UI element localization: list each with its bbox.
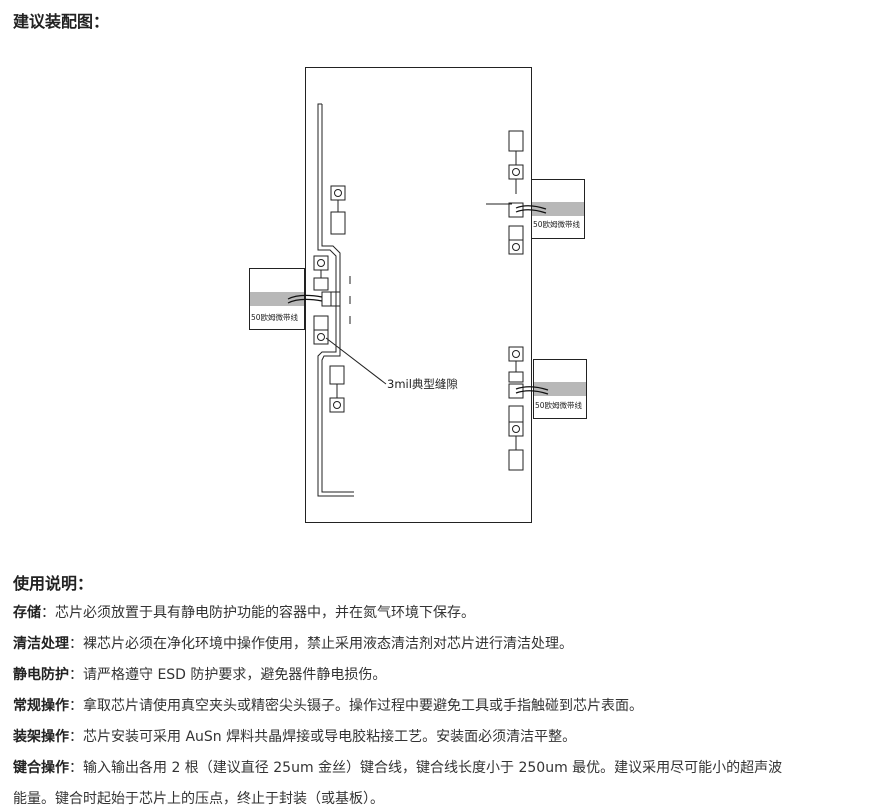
assembly-diagram: 50欧姆微带线 3mil典型缝隙 50欧姆微带线: [249, 67, 587, 523]
left-rail: [317, 103, 354, 497]
right-upper-bond-wires: [515, 205, 547, 214]
instruction-label: 静电防护: [13, 667, 69, 683]
instruction-label: 清洁处理: [13, 636, 69, 652]
right-upper-components: [486, 130, 524, 255]
left-bond-wires: [287, 294, 323, 304]
left-line-label: 50欧姆微带线: [251, 312, 299, 322]
instruction-text: ：请严格遵守 ESD 防护要求，避免器件静电损伤。: [69, 667, 387, 683]
left-lower-components: [329, 365, 345, 413]
right-lower-line-label: 50欧姆微带线: [535, 400, 583, 410]
instruction-storage: 存储：芯片必须放置于具有静电防护功能的容器中，并在氮气环境下保存。: [13, 602, 475, 622]
instruction-text: ：输入输出各用 2 根（建议直径 25um 金丝）键合线，键合线长度小于 250…: [69, 760, 783, 776]
gap-label: 3mil典型缝隙: [387, 377, 458, 391]
instruction-label: 装架操作: [13, 729, 69, 745]
left-middle-components: [313, 255, 351, 345]
right-lower-components: [508, 346, 524, 471]
right-lower-microstrip-board: 50欧姆微带线: [533, 359, 587, 419]
instruction-mounting: 装架操作：芯片安装可采用 AuSn 焊料共晶焊接或导电胶粘接工艺。安装面必须清洁…: [13, 726, 576, 746]
instruction-text: ：拿取芯片请使用真空夹头或精密尖头镊子。操作过程中要避免工具或手指触碰到芯片表面…: [69, 698, 643, 714]
instruction-label: 键合操作: [13, 760, 69, 776]
instruction-handling: 常规操作：拿取芯片请使用真空夹头或精密尖头镊子。操作过程中要避免工具或手指触碰到…: [13, 695, 643, 715]
instruction-text: ：芯片安装可采用 AuSn 焊料共晶焊接或导电胶粘接工艺。安装面必须清洁平整。: [69, 729, 577, 745]
instruction-text: ：裸芯片必须在净化环境中操作使用，禁止采用液态清洁剂对芯片进行清洁处理。: [69, 636, 573, 652]
instruction-bonding-continuation: 能量。键合时起始于芯片上的压点，终止于封装（或基板）。: [13, 791, 384, 807]
usage-heading: 使用说明：: [13, 574, 94, 593]
left-upper-components: [330, 185, 346, 235]
instruction-cleaning: 清洁处理：裸芯片必须在净化环境中操作使用，禁止采用液态清洁剂对芯片进行清洁处理。: [13, 633, 573, 653]
left-microstrip-board: 50欧姆微带线: [249, 268, 305, 330]
right-upper-microstrip-board: 50欧姆微带线: [531, 179, 585, 239]
right-lower-bond-wires: [515, 386, 549, 395]
instruction-esd: 静电防护：请严格遵守 ESD 防护要求，避免器件静电损伤。: [13, 664, 386, 684]
assembly-heading: 建议装配图：: [13, 12, 110, 31]
gap-leader: [325, 337, 387, 385]
instruction-text: ：芯片必须放置于具有静电防护功能的容器中，并在氮气环境下保存。: [41, 605, 475, 621]
chip-outline: [305, 67, 532, 523]
right-upper-line-label: 50欧姆微带线: [533, 219, 581, 229]
instruction-bonding: 键合操作：输入输出各用 2 根（建议直径 25um 金丝）键合线，键合线长度小于…: [13, 757, 782, 777]
instruction-label: 存储: [13, 605, 41, 621]
instruction-label: 常规操作: [13, 698, 69, 714]
